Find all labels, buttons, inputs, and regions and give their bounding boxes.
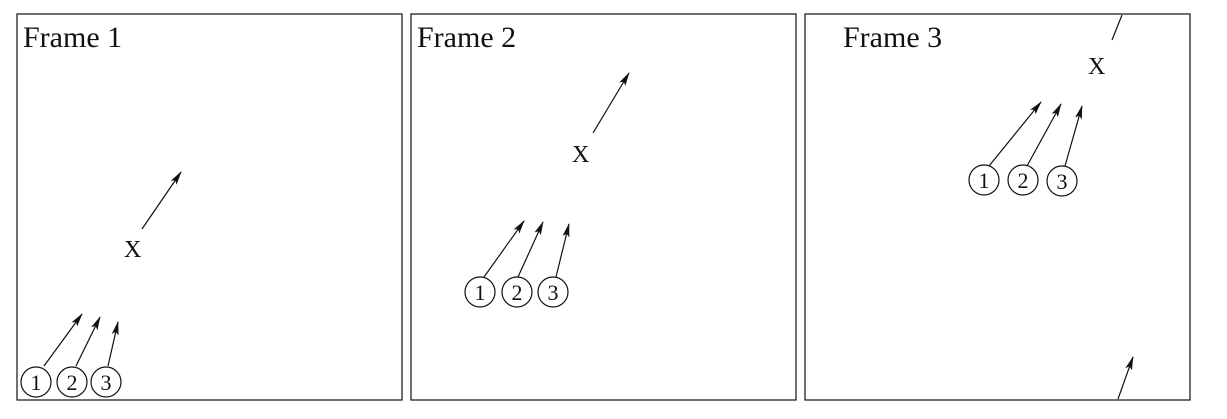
- frame-1-target-arrow: [141, 171, 182, 230]
- frame-2-pursuer-2: 2: [501, 276, 533, 308]
- frame-2-pursuer-2-arrow: [517, 221, 544, 278]
- frame-2-pursuer-1-arrow: [483, 220, 525, 278]
- frame-3-pursuer-1-circle: [968, 164, 1000, 196]
- frame-2-target-label: X: [572, 142, 589, 168]
- frame-1-title: Frame 1: [23, 21, 122, 54]
- frame-3-pursuer-2-arrow: [1026, 103, 1062, 167]
- frame-2-pursuer-3-arrow: [555, 223, 570, 278]
- frame-3-pursuer-1-label: 1: [979, 168, 990, 193]
- frame-3-pursuer-3-circle: [1046, 165, 1078, 197]
- frame-2-pursuer-1: 1: [464, 276, 496, 308]
- frame-2-pursuer-3-label: 3: [548, 280, 559, 305]
- frame-1-target-label: X: [124, 237, 141, 263]
- frame-3-target-arrow: [1111, 14, 1123, 41]
- frame-3-pursuer-2-circle: [1007, 164, 1039, 196]
- frame-3-pursuer-1-arrow: [988, 101, 1042, 167]
- frame-3-pursuer-3: 3: [1046, 165, 1078, 197]
- frame-3: Frame 3 X 1 2 3: [804, 13, 1191, 401]
- frame-3-target-arrow-wrap: [1117, 356, 1134, 400]
- frame-1-pursuer-1-arrow: [43, 313, 83, 367]
- frame-1-pursuer-1-label: 1: [31, 370, 42, 395]
- frame-1-pursuer-2-arrow: [75, 316, 101, 367]
- frame-1-pursuer-1: 1: [20, 366, 52, 398]
- frame-2-pursuer-2-circle: [501, 276, 533, 308]
- frame-1-pursuer-3-arrow: [107, 321, 119, 367]
- frame-3-target-label: X: [1088, 54, 1105, 80]
- frame-2-pursuer-1-circle: [464, 276, 496, 308]
- frame-3-pursuer-3-arrow: [1064, 105, 1083, 167]
- frame-1-pursuer-3: 3: [90, 366, 122, 398]
- frame-2-pursuer-3: 3: [537, 276, 569, 308]
- frame-3-title: Frame 3: [843, 21, 942, 54]
- frame-3-border: [804, 13, 1191, 401]
- frame-2-pursuer-3-circle: [537, 276, 569, 308]
- frame-1-border: [16, 13, 403, 401]
- frame-1: Frame 1 X 1 2 3: [16, 13, 403, 401]
- frame-1-pursuer-2-circle: [56, 366, 88, 398]
- frame-2-pursuer-2-label: 2: [512, 280, 523, 305]
- frame-3-pursuer-3-label: 3: [1057, 169, 1068, 194]
- frame-2-border: [410, 13, 797, 401]
- frame-1-pursuer-2: 2: [56, 366, 88, 398]
- frame-2-pursuer-1-label: 1: [475, 280, 486, 305]
- frame-2-target-arrow: [592, 72, 630, 134]
- frame-1-pursuer-1-circle: [20, 366, 52, 398]
- frame-1-pursuer-3-circle: [90, 366, 122, 398]
- frame-2: Frame 2 X 1 2 3: [410, 13, 797, 401]
- frame-3-pursuer-2-label: 2: [1018, 168, 1029, 193]
- frame-3-pursuer-1: 1: [968, 164, 1000, 196]
- frame-3-pursuer-2: 2: [1007, 164, 1039, 196]
- frame-1-pursuer-3-label: 3: [101, 370, 112, 395]
- frame-2-title: Frame 2: [417, 21, 516, 54]
- frame-1-pursuer-2-label: 2: [67, 370, 78, 395]
